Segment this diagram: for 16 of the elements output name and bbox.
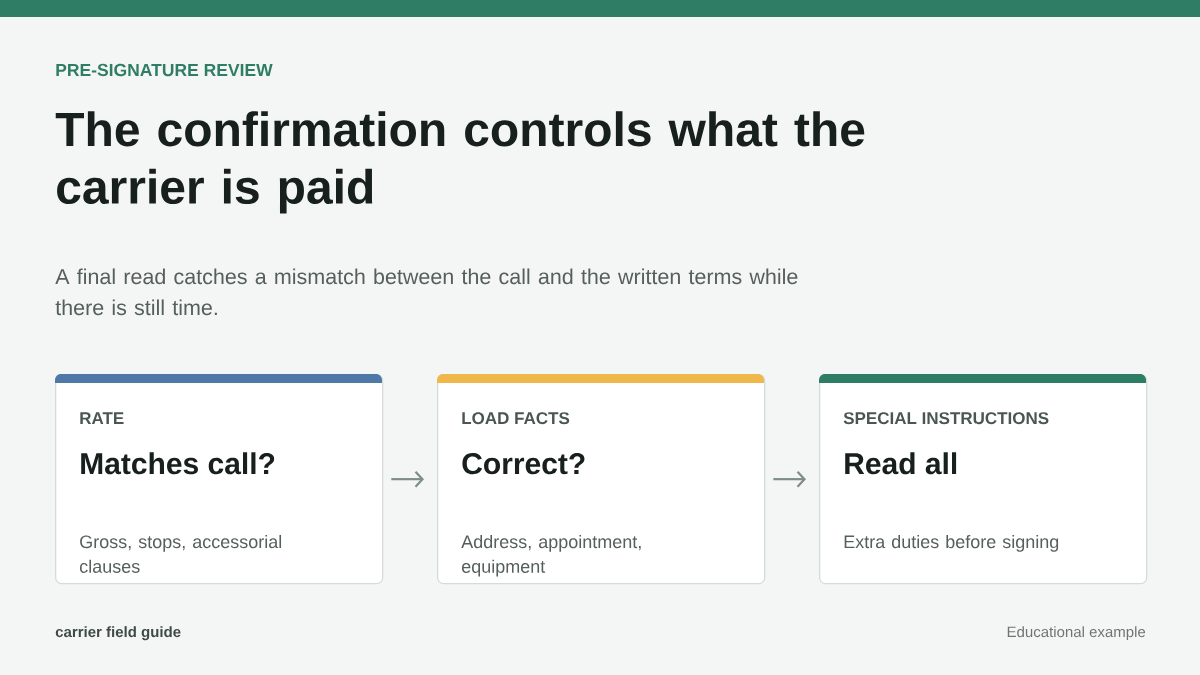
footer-text: carrier field guide — [55, 626, 181, 641]
subtitle: A final read catches a mismatch between the call and the written terms while there is still time. — [55, 268, 798, 316]
arrow — [391, 470, 424, 488]
card-heading: Read all — [845, 452, 957, 475]
card-text: Address, appointment, equipment — [461, 534, 641, 577]
card-label: SPECIAL INSTRUCTIONS — [843, 412, 1049, 425]
card-heading: Matches call? — [81, 452, 275, 475]
card-label: LOAD FACTS — [462, 412, 570, 425]
card-label: RATE — [80, 412, 124, 424]
footer-note: Educational example — [1007, 626, 1146, 641]
arrow — [773, 470, 806, 488]
title: The confirmation controls what the carrier is paid — [55, 111, 865, 214]
card-heading: Correct? — [462, 453, 585, 475]
card-text: Gross, stops, accessorial clauses — [79, 534, 282, 573]
card-text: Extra duties before signing — [844, 534, 1059, 552]
eyebrow-label: PRE-SIGNATURE REVIEW — [56, 63, 273, 77]
